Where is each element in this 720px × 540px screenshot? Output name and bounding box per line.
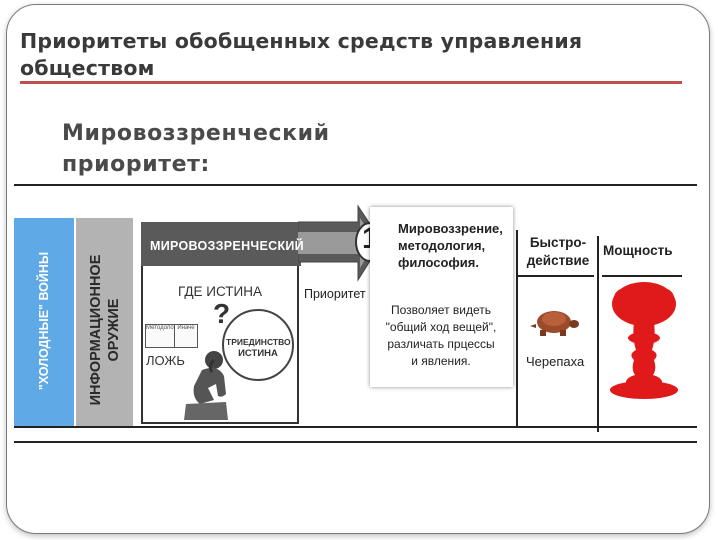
turtle-icon — [530, 311, 579, 336]
worldview-bar — [141, 222, 301, 266]
information-weapon-label: ИНФОРМАЦИОННОЕ ОРУЖИЕ — [88, 254, 122, 406]
description-heading-line-2: методология, — [398, 238, 486, 253]
cube-right: Иначе — [174, 324, 198, 348]
priority-label: Приоритет — [304, 287, 366, 301]
trinity-label: ТРИЕДИНСТВО ИСТИНА — [226, 336, 291, 360]
description-body-line-1: Позволяет видеть — [390, 303, 492, 317]
speed-label: Быстро- действие — [520, 234, 596, 270]
lie-label: ЛОЖЬ — [146, 353, 185, 368]
speed-label-line-1: Быстро- — [529, 235, 587, 250]
subtitle-line-1: Мировоззренческий — [62, 121, 330, 146]
cube-right-label: Иначе — [177, 325, 195, 331]
cube-left-label: Методология — [146, 325, 183, 331]
separator-power-left — [597, 236, 599, 432]
power-label: Мощность — [603, 243, 673, 258]
speed-underline — [518, 275, 594, 277]
description-heading-line-3: философия. — [398, 255, 479, 270]
description-body-line-3: различать прцессы — [387, 337, 495, 351]
description-body-line-4: и явления. — [411, 354, 471, 368]
separator-speed-left — [516, 230, 518, 426]
question-mark: ? — [213, 298, 231, 329]
thinker-figure-icon — [184, 351, 228, 420]
speed-label-line-2: действие — [526, 253, 590, 268]
slide-title: Приоритеты обобщенных средств управления… — [20, 29, 583, 80]
cold-war-column — [14, 218, 74, 426]
title-underline — [20, 81, 682, 84]
cube-left: Методология — [145, 324, 183, 348]
description-heading: Мировоззрение, методология, философия. — [398, 220, 508, 271]
subtitle-line-2: приоритет: — [62, 152, 210, 177]
cold-war-label: "ХОЛОДНЫЕ" ВОЙНЫ — [37, 251, 51, 391]
trinity-line-1: ТРИЕДИНСТВО — [226, 337, 291, 347]
description-heading-line-1: Мировоззрение, — [398, 221, 503, 236]
diagram-bottom-rule — [14, 441, 697, 443]
diagram-mid-rule — [14, 426, 697, 428]
description-body-line-2: "общий ход вещей", — [385, 320, 497, 334]
description-box — [370, 207, 513, 387]
diagram-top-rule — [14, 184, 697, 186]
information-weapon-column — [76, 218, 133, 426]
turtle-label: Черепаха — [526, 354, 585, 369]
description-body: Позволяет видеть "общий ход вещей", разл… — [376, 302, 506, 370]
power-underline — [602, 275, 682, 277]
trinity-circle — [222, 309, 294, 381]
where-truth-label: ГДЕ ИСТИНА — [178, 284, 263, 299]
trinity-line-2: ИСТИНА — [238, 348, 278, 359]
slide-subtitle: Мировоззренческий приоритет: — [62, 118, 462, 180]
mushroom-cloud-icon — [610, 282, 678, 399]
worldview-bar-label: МИРОВОЗЗРЕНЧЕСКИЙ — [150, 239, 304, 253]
